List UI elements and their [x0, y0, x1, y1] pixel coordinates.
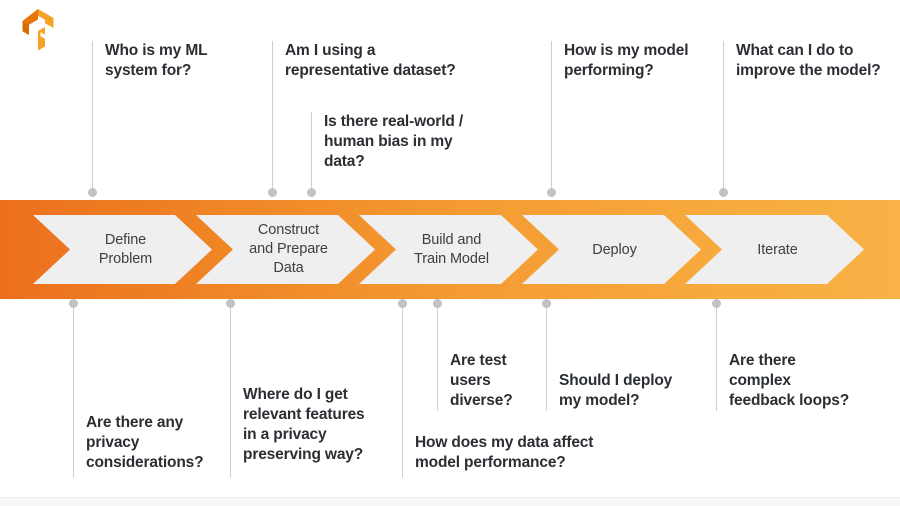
stage-label-define-problem: Define Problem [98, 232, 153, 267]
callout-text: Who is my ML system for? [105, 42, 208, 79]
callout-representative-dataset: Am I using a representative dataset? [268, 41, 487, 197]
stage-label-iterate: Iterate [757, 242, 798, 258]
callout-improve-the-model: What can I do to improve the model? [719, 41, 900, 197]
connector-line [73, 303, 74, 478]
tensorflow-logo [18, 8, 58, 52]
connector-dot [268, 188, 277, 197]
connector-line [92, 41, 93, 193]
callout-real-world-human-bias: Is there real-world / human bias in my d… [307, 112, 501, 197]
connector-dot [226, 299, 235, 308]
connector-dot [542, 299, 551, 308]
connector-line [437, 303, 438, 411]
connector-dot [88, 188, 97, 197]
connector-dot [712, 299, 721, 308]
connector-line [311, 112, 312, 193]
connector-dot [433, 299, 442, 308]
callout-should-i-deploy: Should I deploy my model? [542, 299, 711, 411]
callout-data-affect-performance: How does my data affect model performanc… [398, 299, 637, 478]
callout-test-users-diverse: Are test users diverse? [433, 299, 547, 411]
ml-workflow-bar: Define Problem Construct and Prepare Dat… [0, 200, 900, 299]
connector-line [230, 303, 231, 478]
callout-who-is-ml-system-for: Who is my ML system for? [88, 41, 267, 197]
stage-label-build-train: Build and Train Model [414, 232, 489, 267]
connector-line [272, 41, 273, 193]
connector-dot [69, 299, 78, 308]
stage-label-construct-data: Construct and Prepare Data [249, 222, 328, 276]
callout-text: Is there real-world / human bias in my d… [324, 113, 463, 170]
callout-text: Are there any privacy considerations? [86, 414, 204, 471]
connector-line [723, 41, 724, 193]
connector-dot [307, 188, 316, 197]
footer-divider [0, 497, 900, 506]
callout-text: Are test users diverse? [450, 352, 513, 409]
connector-line [716, 303, 717, 411]
callout-text: What can I do to improve the model? [736, 42, 881, 79]
stage-label-deploy: Deploy [592, 242, 637, 258]
connector-dot [398, 299, 407, 308]
callout-privacy-considerations: Are there any privacy considerations? [69, 299, 228, 478]
callout-text: Are there complex feedback loops? [729, 352, 850, 409]
callout-complex-feedback-loops: Are there complex feedback loops? [712, 299, 891, 411]
callout-text: How does my data affect model performanc… [415, 434, 594, 471]
connector-dot [719, 188, 728, 197]
callout-text: Am I using a representative dataset? [285, 42, 456, 79]
callout-model-performing: How is my model performing? [547, 41, 726, 197]
connector-line [551, 41, 552, 193]
callout-relevant-features: Where do I get relevant features in a pr… [226, 299, 395, 478]
callout-text: Should I deploy my model? [559, 372, 673, 409]
connector-dot [547, 188, 556, 197]
connector-line [546, 303, 547, 411]
callout-text: How is my model performing? [564, 42, 689, 79]
callout-text: Where do I get relevant features in a pr… [243, 386, 365, 463]
connector-line [402, 303, 403, 478]
